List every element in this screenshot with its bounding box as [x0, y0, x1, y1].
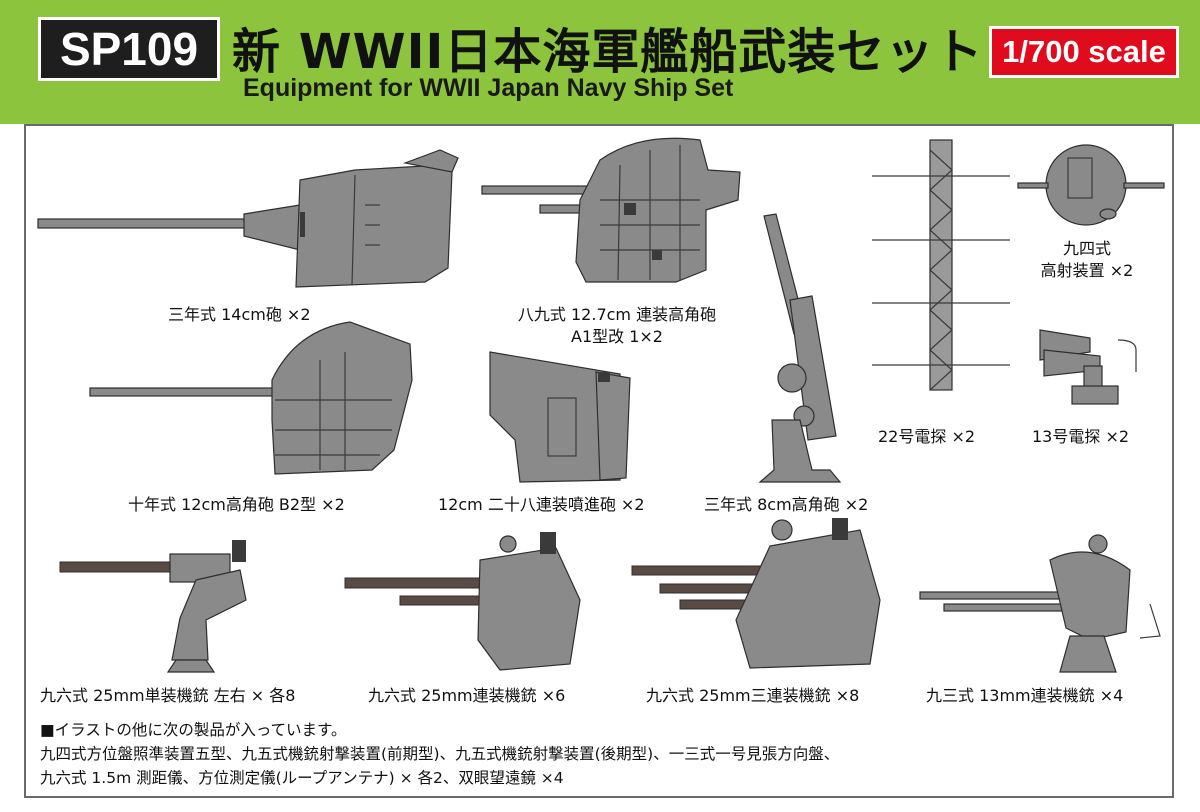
scale-badge: 1/700 scale — [989, 26, 1179, 78]
aa-8cm-illustration — [758, 213, 842, 483]
caption-mg-25-twin: 九六式 25mm連装機銃 ×6 — [368, 686, 566, 705]
gun-127-illustration — [481, 137, 741, 283]
caption-14cm: 三年式 14cm砲 ×2 — [168, 305, 311, 324]
director-94-illustration — [1017, 144, 1165, 226]
caption-12cm-b2: 十年式 12cm高角砲 B2型 ×2 — [128, 495, 345, 514]
caption-127-line1: 八九式 12.7cm 連装高角砲 — [517, 305, 717, 324]
caption-mg-13-twin: 九三式 13mm連装機銃 ×4 — [926, 686, 1124, 705]
notes-line-1: ■イラストの他に次の製品が入っています。 — [40, 721, 347, 739]
caption-mg-25-single: 九六式 25mm単装機銃 左右 × 各8 — [40, 686, 296, 705]
caption-mg-25-triple: 九六式 25mm三連装機銃 ×8 — [646, 686, 860, 705]
notes-line-3: 九六式 1.5m 測距儀、方位測定儀(ループアンテナ) × 各2、双眼望遠鏡 ×… — [40, 769, 564, 787]
caption-director-line1: 九四式 — [1062, 239, 1111, 258]
rocket-12cm-illustration — [489, 351, 631, 483]
caption-director-line2: 高射装置 ×2 — [1040, 261, 1134, 280]
gun-14cm-illustration — [37, 149, 459, 288]
caption-8cm: 三年式 8cm高角砲 ×2 — [704, 495, 869, 514]
product-code: SP109 — [38, 17, 220, 81]
title-japanese: 新 WWII日本海軍艦船武装セット — [232, 24, 984, 80]
caption-radar-13: 13号電探 ×2 — [1032, 427, 1130, 446]
header-band: SP109 新 WWII日本海軍艦船武装セット Equipment for WW… — [0, 0, 1200, 124]
gun-12cm-b2-illustration — [89, 321, 413, 475]
mg-13-twin-illustration — [919, 534, 1161, 673]
notes-line-2: 九四式方位盤照準装置五型、九五式機銃射撃装置(前期型)、九五式機銃射撃装置(後期… — [40, 745, 840, 763]
mg-25-triple-illustration — [631, 518, 881, 669]
caption-127-line2: A1型改 1×2 — [571, 327, 663, 346]
title-english: Equipment for WWII Japan Navy Ship Set — [243, 74, 734, 102]
mg-25-twin-illustration — [344, 532, 581, 671]
caption-radar-22: 22号電探 ×2 — [878, 427, 976, 446]
caption-rocket: 12cm 二十八連装噴進砲 ×2 — [438, 495, 645, 514]
radar-13-illustration — [1039, 329, 1137, 405]
mg-25-single-illustration — [59, 540, 247, 673]
radar-22-illustration — [872, 139, 1010, 391]
